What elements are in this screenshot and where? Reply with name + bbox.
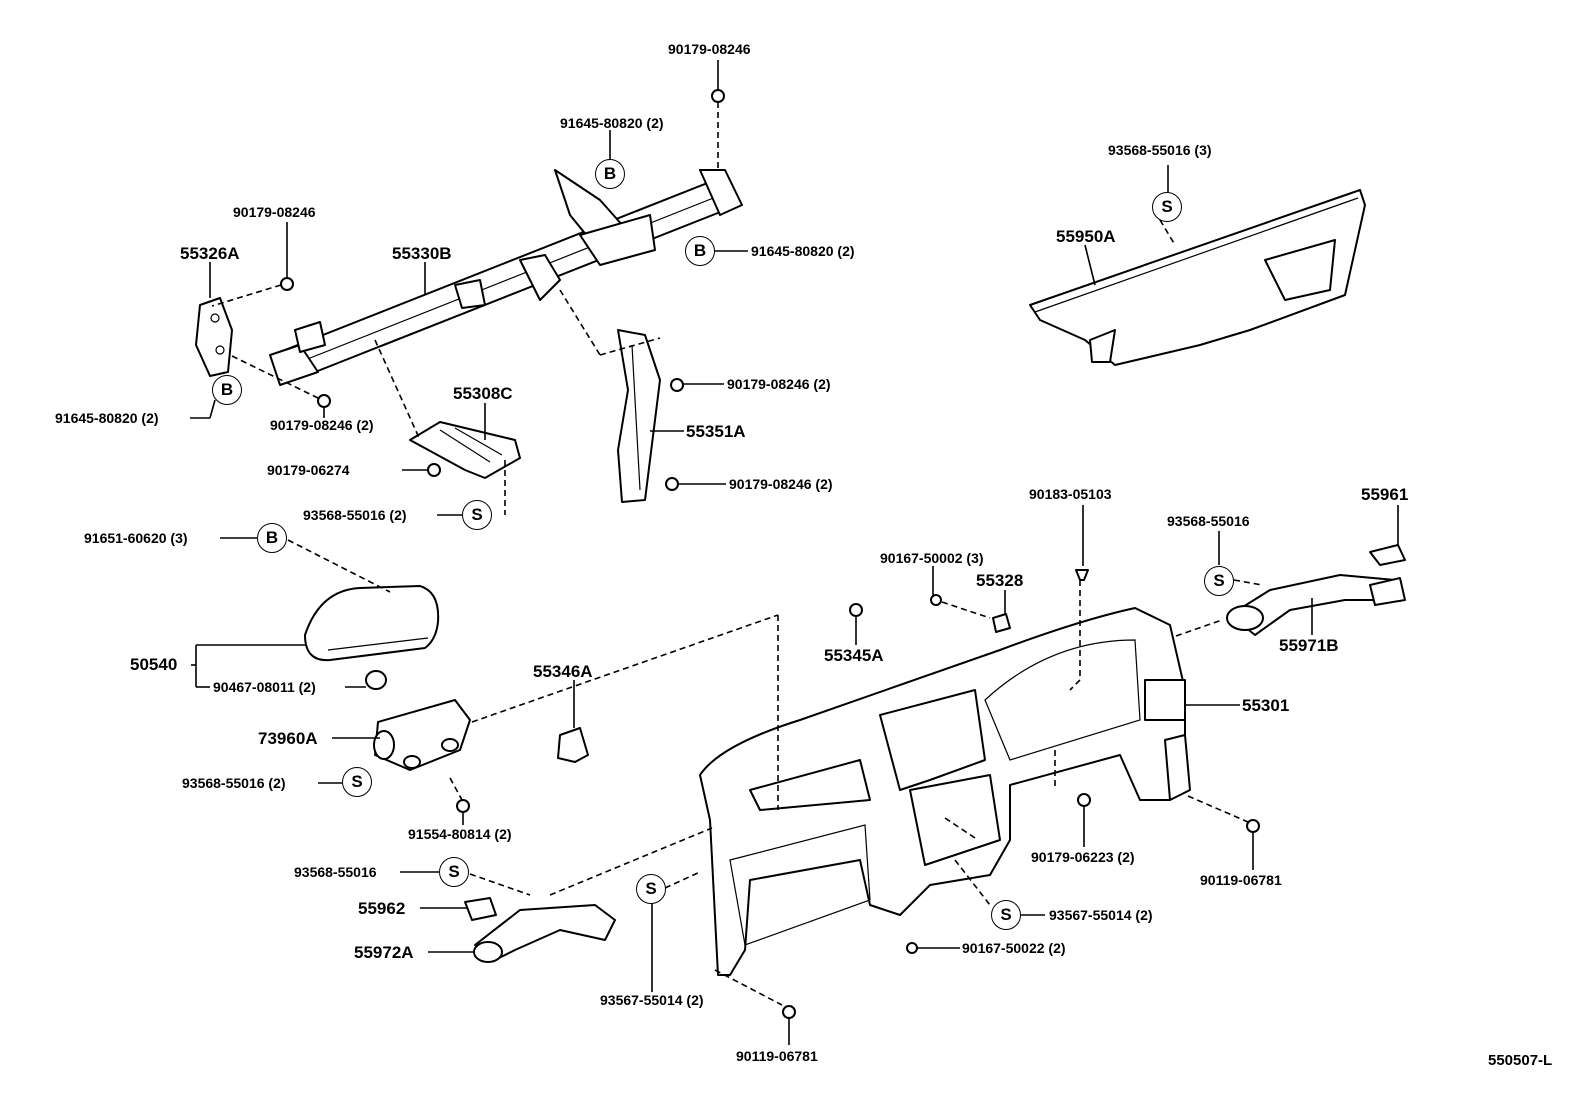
- label-93568-55016-2b: 93568-55016 (2): [182, 775, 286, 791]
- label-90467-08011: 90467-08011 (2): [213, 679, 316, 695]
- label-55351a: 55351A: [686, 422, 746, 441]
- solid-leader-lines: [190, 60, 1399, 1045]
- label-93567-55014-bottom: 93567-55014 (2): [600, 992, 704, 1008]
- label-90179-06223: 90179-06223 (2): [1031, 849, 1135, 865]
- callout-s-panel-bottom: S: [636, 874, 666, 904]
- label-55971b: 55971B: [1279, 636, 1339, 655]
- label-93568-55016-right: 93568-55016: [1167, 513, 1250, 529]
- clip-55346a-drawing: [557, 727, 589, 763]
- label-93568-55016-2a: 93568-55016 (2): [303, 507, 407, 523]
- label-90119-06781-bottom: 90119-06781: [736, 1048, 818, 1064]
- label-90179-08246-left: 90179-08246: [233, 204, 316, 220]
- callout-s-brace: S: [462, 500, 492, 530]
- label-90183-05103: 90183-05103: [1029, 486, 1112, 502]
- label-90167-50022: 90167-50022 (2): [962, 940, 1066, 956]
- label-55330b: 55330B: [392, 244, 452, 263]
- label-55962: 55962: [358, 899, 406, 918]
- callout-b-left: B: [212, 375, 242, 405]
- instrument-panel-drawing: [699, 607, 1191, 976]
- label-55950a: 55950A: [1056, 227, 1116, 246]
- label-91645-80820-right: 91645-80820 (2): [751, 243, 855, 259]
- bracket-55326a-drawing: [195, 297, 233, 377]
- label-73960a: 73960A: [258, 729, 318, 748]
- label-93567-55014-right: 93567-55014 (2): [1049, 907, 1153, 923]
- callout-s-duct-right: S: [1204, 566, 1234, 596]
- label-91645-80820-left: 91645-80820 (2): [55, 410, 159, 426]
- label-90179-08246-2b: 90179-08246 (2): [727, 376, 831, 392]
- airbag-73960a-drawing: [373, 699, 471, 771]
- duct-55972a-drawing: [464, 897, 616, 963]
- label-91651-60620: 91651-60620 (3): [84, 530, 188, 546]
- label-93568-55016-3: 93568-55016 (3): [1108, 142, 1212, 158]
- label-91554-80814: 91554-80814 (2): [408, 826, 512, 842]
- callout-b-glove-box: B: [257, 523, 287, 553]
- callout-s-airbag: S: [342, 767, 372, 797]
- label-55326a: 55326A: [180, 244, 240, 263]
- label-90167-50002: 90167-50002 (3): [880, 550, 984, 566]
- label-90119-06781-right: 90119-06781: [1200, 872, 1282, 888]
- dashed-leader-lines: [211, 102, 1263, 1006]
- label-93568-55016-lower: 93568-55016: [294, 864, 377, 880]
- label-90179-08246-2a: 90179-08246 (2): [270, 417, 374, 433]
- duct-55971b-drawing: [1226, 544, 1406, 636]
- fastener-drawings: [280, 89, 1260, 1019]
- diagram-reference-code: 550507-L: [1488, 1052, 1553, 1069]
- callout-b-beam-right: B: [685, 236, 715, 266]
- callout-b-top: B: [595, 159, 625, 189]
- label-55345a: 55345A: [824, 646, 884, 665]
- label-55328: 55328: [976, 571, 1024, 590]
- label-55308c: 55308C: [453, 384, 513, 403]
- label-90179-08246-2c: 90179-08246 (2): [729, 476, 833, 492]
- glove-box-door-drawing: [304, 585, 440, 690]
- label-91645-80820-top: 91645-80820 (2): [560, 115, 664, 131]
- label-90179-08246-top: 90179-08246: [668, 41, 751, 57]
- callout-s-lower-duct: S: [439, 857, 469, 887]
- label-55301: 55301: [1242, 696, 1290, 715]
- brace-55351a-drawing: [617, 329, 661, 503]
- label-55961: 55961: [1361, 485, 1409, 504]
- label-55972a: 55972A: [354, 943, 414, 962]
- callout-s-panel: S: [1152, 192, 1182, 222]
- panel-55950a-drawing: [1029, 189, 1366, 366]
- label-55346a: 55346A: [533, 662, 593, 681]
- label-50540: 50540: [130, 655, 178, 674]
- label-90179-06274: 90179-06274: [267, 462, 350, 478]
- callout-s-panel-right: S: [991, 900, 1021, 930]
- reinforcement-beam-drawing: [269, 169, 743, 386]
- brace-55308c-drawing: [409, 421, 521, 479]
